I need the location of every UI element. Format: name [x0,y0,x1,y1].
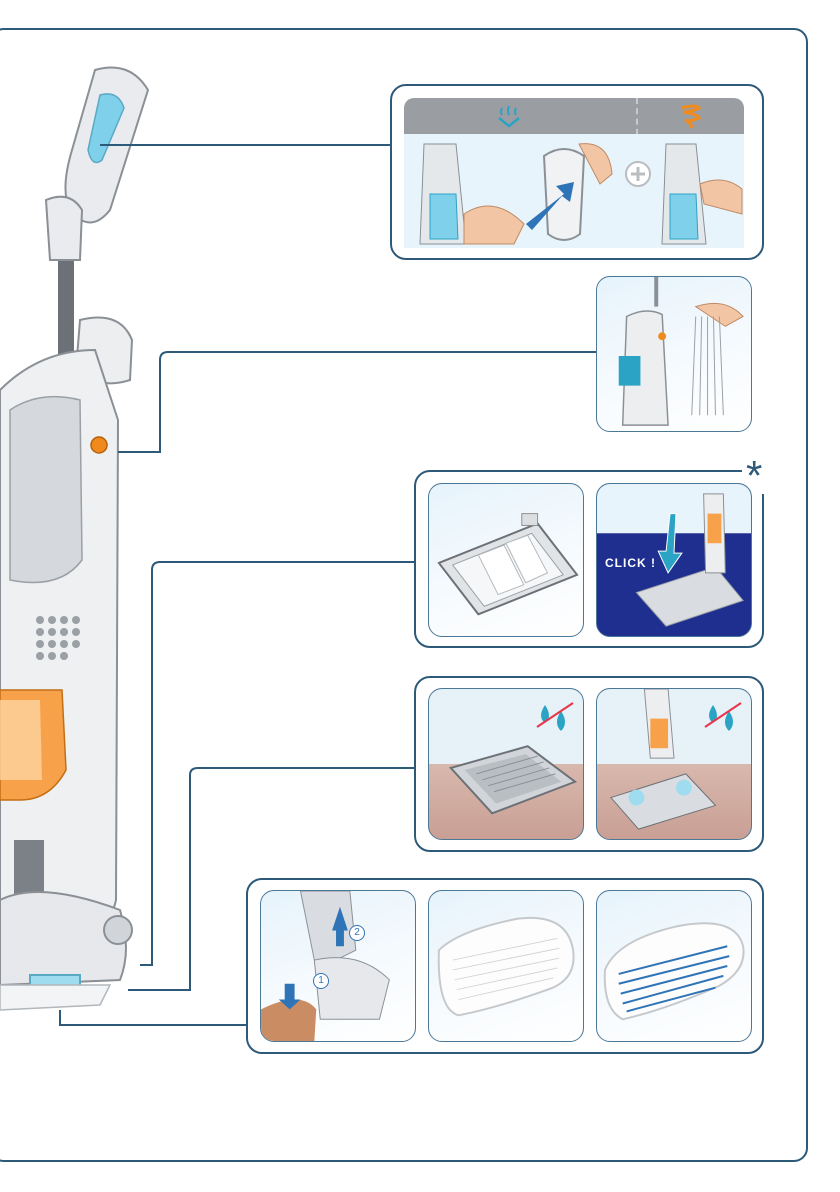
tile-pad-white [428,890,584,1042]
tile-tray [428,483,584,637]
tile-pad-removal: 1 2 [260,890,416,1042]
tile-mop-on-floor [596,688,752,840]
step-2-badge: 2 [349,925,365,941]
tile-drip-tray [428,688,584,840]
tile-cord-storage [596,276,752,432]
water-drops-icon-2 [701,699,745,735]
swirl-icon [677,102,703,130]
steam-trigger-illustration [404,134,744,248]
panel-steam-controls [390,84,764,260]
steam-icon [496,104,522,130]
click-label: CLICK ! [605,556,656,570]
tile-pad-blue [596,890,752,1042]
tile-tray-click: CLICK ! [596,483,752,637]
step-1-badge: 1 [313,973,329,989]
water-drops-icon [533,699,577,735]
plus-icon [624,160,652,188]
